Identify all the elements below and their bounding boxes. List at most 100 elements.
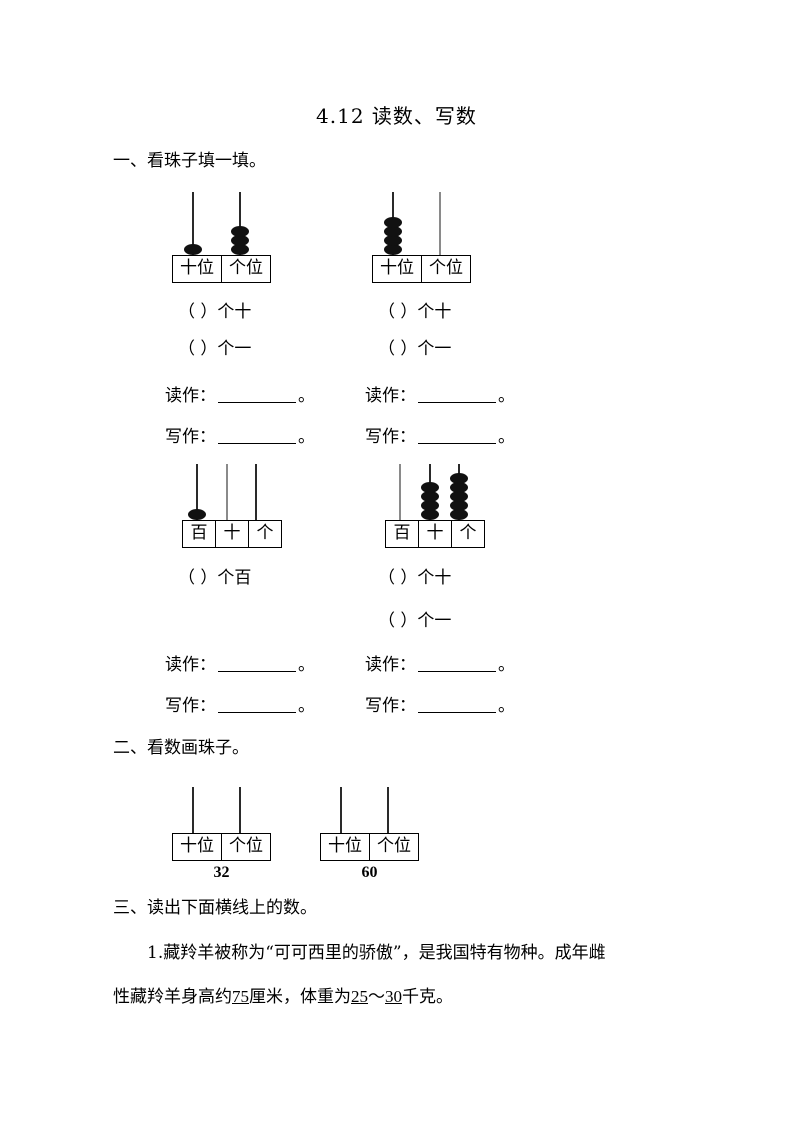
abacus-2-read-as: 读作：。 xyxy=(365,381,515,406)
abacus-4: 百 十 个 xyxy=(385,460,485,548)
place-cell: 十位 xyxy=(173,834,222,860)
place-cell: 百 xyxy=(183,521,216,547)
bead xyxy=(231,226,249,237)
section-2-heading: 二、看数画珠子。 xyxy=(113,738,249,758)
bead xyxy=(450,491,468,502)
abacus-4-read-as: 读作： 。 xyxy=(365,650,515,675)
underlined-number-25: 25 xyxy=(351,987,368,1006)
abacus-3-prompt-hundreds: （ ）个百 xyxy=(178,568,252,588)
abacus-1-read-as: 读作： 。 xyxy=(165,381,315,406)
period: 。 xyxy=(298,655,315,675)
period: 。 xyxy=(498,427,515,447)
period: 。 xyxy=(498,696,515,716)
bead xyxy=(421,491,439,502)
answer-blank[interactable] xyxy=(418,712,496,713)
place-cell: 个位 xyxy=(229,258,263,278)
bead xyxy=(384,244,402,255)
abacus-1-prompt-ones: （ ）个一 xyxy=(178,339,252,359)
write-as-label: 写作： xyxy=(365,696,416,716)
abacus-2: 十位 个位 xyxy=(372,185,471,283)
draw-abacus-1-rod-tens[interactable] xyxy=(192,787,194,833)
abacus-3-write-as: 写作： 。 xyxy=(165,691,315,716)
draw-abacus-2-rod-ones[interactable] xyxy=(387,787,389,833)
abacus-1-prompt-tens: （ ）个十 xyxy=(178,302,252,322)
abacus-2-prompt-ones: （ ）个一 xyxy=(378,339,452,359)
period: 。 xyxy=(298,386,315,406)
line2-part-c: 千克。 xyxy=(402,987,453,1007)
answer-blank[interactable] xyxy=(218,671,296,672)
underlined-number-30: 30 xyxy=(385,987,402,1006)
abacus-3-rod-tens xyxy=(226,464,228,520)
place-cell: 十位 xyxy=(173,256,222,282)
write-as-label: 写作： xyxy=(365,427,416,447)
read-as-label: 读作： xyxy=(365,655,416,675)
bead xyxy=(450,473,468,484)
bead xyxy=(184,244,202,255)
draw-abacus-1-rod-ones[interactable] xyxy=(239,787,241,833)
answer-blank[interactable] xyxy=(418,671,496,672)
bead xyxy=(421,509,439,520)
section-1-heading: 一、看珠子填一填。 xyxy=(113,151,266,171)
line2-part-b: 厘米，体重为 xyxy=(249,987,351,1007)
abacus-1: 十位 个位 xyxy=(172,185,271,283)
draw-abacus-1-number: 32 xyxy=(213,864,230,881)
write-as-label: 写作： xyxy=(165,696,216,716)
abacus-4-prompt-tens: （ ）个十 xyxy=(378,568,452,588)
abacus-4-place-box: 百 十 个 xyxy=(385,520,485,548)
abacus-4-rod-tens xyxy=(421,464,439,520)
write-as-label: 写作： xyxy=(165,427,216,447)
abacus-3-rod-hundreds xyxy=(188,464,206,520)
period: 。 xyxy=(498,655,515,675)
place-cell: 十 xyxy=(216,521,249,547)
abacus-4-write-as: 写作： 。 xyxy=(365,691,515,716)
bead xyxy=(450,509,468,520)
bead xyxy=(384,226,402,237)
period: 。 xyxy=(298,696,315,716)
draw-abacus-2-rod-tens[interactable] xyxy=(340,787,342,833)
bead xyxy=(384,217,402,228)
read-as-label: 读作： xyxy=(165,386,216,406)
place-cell: 十位 xyxy=(321,834,370,860)
period: 。 xyxy=(298,427,315,447)
draw-abacus-1[interactable]: 十位 个位 32 xyxy=(172,785,271,882)
answer-blank[interactable] xyxy=(418,402,496,403)
place-cell: 十位 xyxy=(373,256,422,282)
read-as-label: 读作： xyxy=(365,386,416,406)
place-cell: 个位 xyxy=(429,258,463,278)
place-cell: 百 xyxy=(386,521,419,547)
abacus-2-prompt-tens: （ ）个十 xyxy=(378,302,452,322)
abacus-2-rod-tens xyxy=(384,192,402,255)
abacus-1-rod-tens xyxy=(184,192,202,255)
abacus-1-place-box: 十位 个位 xyxy=(172,255,271,283)
answer-blank[interactable] xyxy=(218,712,296,713)
place-cell: 个位 xyxy=(377,836,411,856)
bead xyxy=(231,244,249,255)
abacus-3-place-box: 百 十 个 xyxy=(182,520,282,548)
bead xyxy=(421,482,439,493)
question-1-line-2: 性藏羚羊身高约75厘米，体重为25～30千克。 xyxy=(113,982,453,1007)
bead xyxy=(450,482,468,493)
read-as-label: 读作： xyxy=(165,655,216,675)
place-cell: 个位 xyxy=(229,836,263,856)
underlined-number-75: 75 xyxy=(232,987,249,1006)
draw-abacus-2-number: 60 xyxy=(361,864,378,881)
answer-blank[interactable] xyxy=(418,443,496,444)
abacus-2-write-as: 写作： 。 xyxy=(365,422,515,447)
line2-part-a: 性藏羚羊身高约 xyxy=(113,987,232,1007)
answer-blank[interactable] xyxy=(218,443,296,444)
question-1-line-1: 1.藏羚羊被称为“可可西里的骄傲”，是我国特有物种。成年雌 xyxy=(147,938,606,963)
abacus-4-rod-ones xyxy=(450,464,468,520)
bead xyxy=(450,500,468,511)
place-cell: 个 xyxy=(256,523,274,543)
draw-abacus-2[interactable]: 十位 个位 60 xyxy=(320,785,419,882)
place-cell: 十 xyxy=(419,521,452,547)
draw-abacus-2-place-box: 十位 个位 xyxy=(320,833,419,861)
answer-blank[interactable] xyxy=(218,402,296,403)
draw-abacus-1-place-box: 十位 个位 xyxy=(172,833,271,861)
abacus-2-rod-ones xyxy=(439,192,441,255)
abacus-3: 百 十 个 xyxy=(182,460,282,548)
bead xyxy=(188,509,206,520)
abacus-4-rod-hundreds xyxy=(399,464,401,520)
abacus-1-write-as: 写作： 。 xyxy=(165,422,315,447)
